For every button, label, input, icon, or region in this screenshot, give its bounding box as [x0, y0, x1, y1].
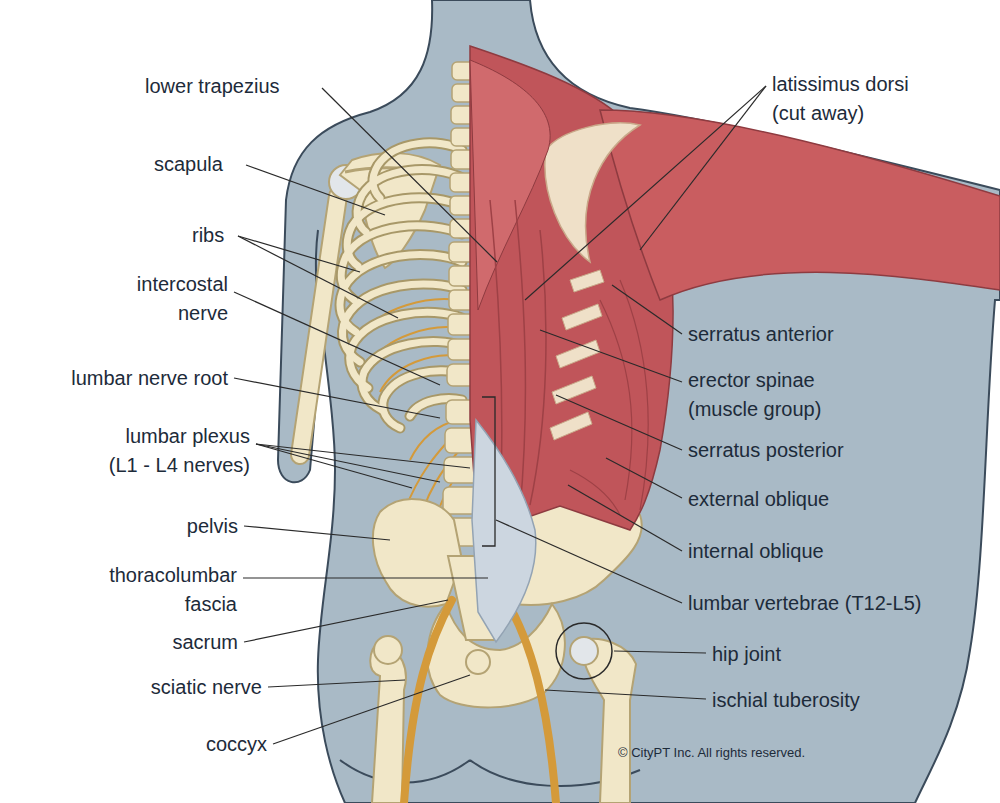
right-arm-muscle: [600, 110, 1000, 300]
latissimus-cut-edge: [545, 123, 640, 262]
part-label: serratus anterior: [686, 320, 836, 349]
part-label: serratus posterior: [686, 436, 846, 465]
part-label: latissimus dorsi (cut away): [770, 70, 914, 128]
rib-bones: [340, 143, 462, 428]
part-label: thoracolumbar fascia: [104, 561, 239, 619]
part-label: sciatic nerve: [149, 673, 264, 702]
oblique-muscles: [570, 280, 648, 515]
part-label: coccyx: [204, 730, 269, 759]
part-label: hip joint: [710, 640, 783, 669]
humerus-bone: [300, 196, 338, 455]
lower-trapezius: [470, 60, 550, 310]
part-label: ischial tuberosity: [710, 686, 862, 715]
hip-joint-circle: [556, 623, 612, 679]
vertebrae-bracket: [482, 397, 495, 546]
serratus-strips: [550, 270, 604, 440]
part-label: pelvis: [185, 512, 240, 541]
part-label: ribs: [190, 221, 226, 250]
part-label: lumbar nerve root: [69, 364, 230, 393]
sciatic-nerves: [404, 600, 556, 803]
part-label: lumbar plexus (L1 - L4 nerves): [103, 422, 252, 480]
part-label: sacrum: [170, 628, 240, 657]
humerus-bone: [300, 196, 338, 455]
part-label: intercostal nerve: [131, 270, 230, 328]
rib-outline: [340, 143, 462, 428]
part-label: © CityPT Inc. All rights reserved.: [616, 745, 807, 761]
part-label: internal oblique: [686, 537, 826, 566]
leader-lines: [234, 86, 766, 744]
thoracolumbar-fascia: [472, 420, 536, 642]
part-label: external oblique: [686, 485, 831, 514]
part-label: scapula: [152, 150, 225, 179]
part-label: erector spinae (muscle group): [686, 366, 827, 424]
body-silhouette: [278, 0, 1000, 803]
part-label: lumbar vertebrae (T12-L5): [686, 589, 923, 618]
part-label: lower trapezius: [143, 72, 282, 101]
